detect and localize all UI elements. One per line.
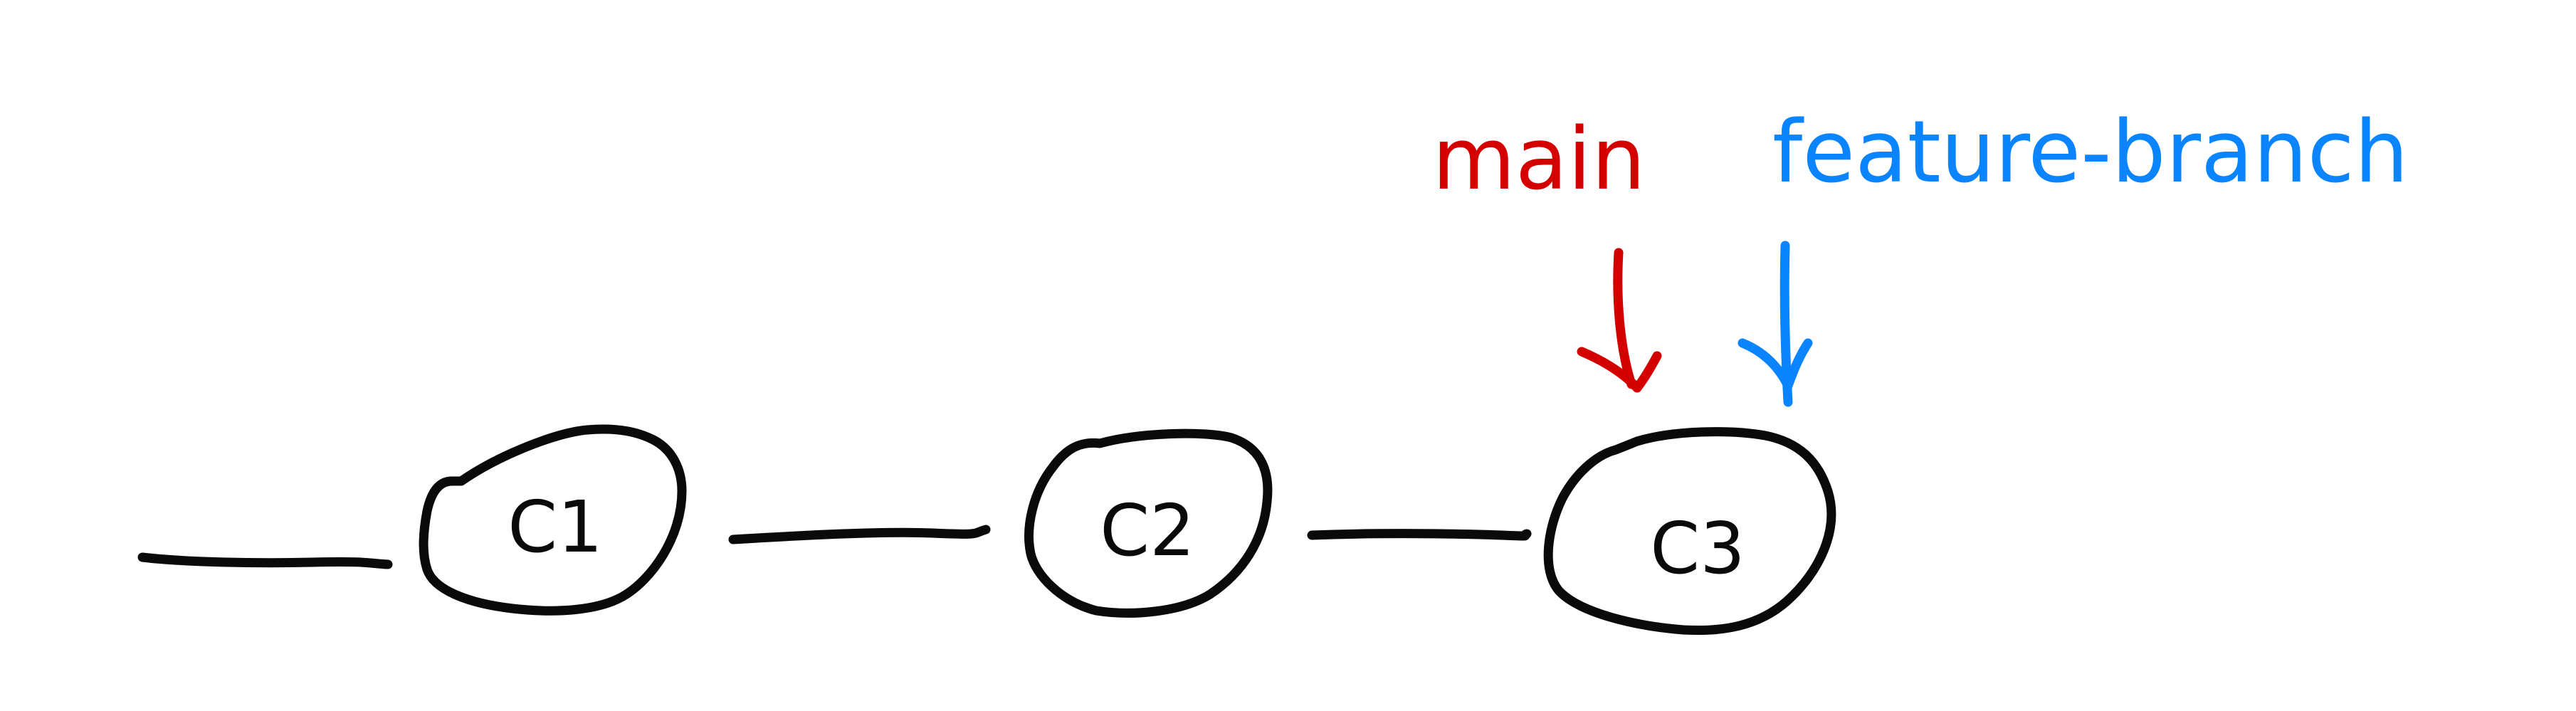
commit-node-c1: C1 [419,424,687,616]
commit-node-c3: C3 [1543,427,1836,636]
arrow-main-head [1577,347,1662,393]
branch-label-main: main [1432,110,1646,209]
commit-link-c1-c2 [728,525,991,544]
commit-node-c2-outline [1024,428,1273,618]
commit-node-c3-label: C3 [1650,507,1745,590]
commit-node-c2-label: C2 [1100,489,1194,572]
commit-node-c1-label: C1 [508,485,602,569]
branch-label-feature: feature-branch [1772,103,2409,202]
arrow-main-shaft [1613,248,1636,389]
commit-node-c1-outline [419,424,687,616]
history-line-incoming [137,552,393,569]
branch-pointer-feature: feature-branch [1738,103,2409,407]
arrow-feature-head [1738,338,1813,391]
commit-node-c2: C2 [1024,428,1273,618]
commit-node-c3-outline [1543,427,1836,636]
branch-pointer-main: main [1432,110,1662,393]
commit-link-c2-c3 [1307,529,1532,541]
